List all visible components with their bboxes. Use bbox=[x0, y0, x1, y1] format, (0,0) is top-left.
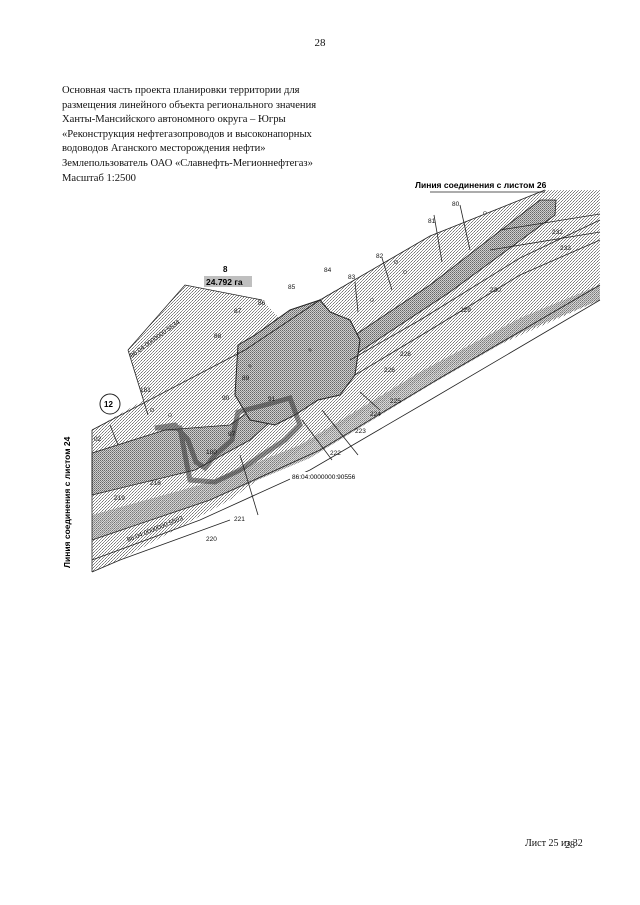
point-label: 97 bbox=[228, 431, 236, 438]
marker-circle bbox=[99, 393, 121, 415]
point-label: 84 bbox=[324, 267, 332, 274]
point-label: 229 bbox=[460, 307, 471, 314]
document-header: Основная часть проекта планировки террит… bbox=[62, 84, 362, 186]
overlap-number: 28 bbox=[565, 840, 575, 851]
point-label: 219 bbox=[114, 495, 125, 502]
point-label: 85 bbox=[288, 284, 296, 291]
point-label: 87 bbox=[234, 308, 242, 315]
header-line: «Реконструкция нефтегазопроводов и высок… bbox=[62, 128, 312, 140]
point-label: 228 bbox=[400, 351, 411, 358]
point-label: 180 bbox=[206, 449, 217, 456]
boundary-lines bbox=[91, 189, 601, 573]
header-line: размещения линейного объекта регионально… bbox=[62, 99, 317, 111]
sheet-number: Лист 25 из 32 28 bbox=[525, 838, 583, 851]
header-line: Землепользователь ОАО «Славнефть-Мегионн… bbox=[62, 157, 313, 169]
point-label: 224 bbox=[370, 411, 381, 418]
parcel-area-label: 24.792 га bbox=[206, 277, 243, 287]
survey-marks bbox=[150, 211, 487, 417]
marker-number: 12 bbox=[104, 400, 113, 409]
point-label: 181 bbox=[140, 387, 151, 394]
page-number: 28 bbox=[314, 37, 326, 49]
point-label: 80 bbox=[452, 201, 460, 208]
point-labels: 80 81 82 83 84 85 86 87 88 89 90 91 97 1… bbox=[94, 201, 571, 543]
point-label: 83 bbox=[348, 274, 356, 281]
header-line: Основная часть проекта планировки террит… bbox=[62, 85, 300, 96]
point-label: 223 bbox=[355, 428, 366, 435]
parcel-number: 8 bbox=[223, 265, 228, 274]
point-label: 230 bbox=[490, 287, 501, 294]
point-label: 90 bbox=[222, 395, 230, 402]
point-label: 81 bbox=[428, 218, 436, 225]
point-label: 220 bbox=[206, 536, 217, 543]
parcel-area bbox=[154, 299, 361, 485]
point-label: 91 bbox=[268, 396, 276, 403]
point-label: 218 bbox=[150, 480, 161, 487]
join-label-left: Линия соединения с листом 24 bbox=[62, 436, 72, 568]
sheet-label: Лист 25 из 32 bbox=[525, 838, 583, 849]
scale-line: Масштаб 1:2500 bbox=[62, 172, 136, 184]
point-label: 222 bbox=[330, 450, 341, 457]
point-label: 225 bbox=[390, 398, 401, 405]
point-label: 82 bbox=[376, 253, 384, 260]
cadastre-label-bg bbox=[290, 472, 372, 481]
point-label: 221 bbox=[234, 516, 245, 523]
point-label: 88 bbox=[214, 333, 222, 340]
cadastre-label: 86:04:0000000:90556 bbox=[292, 474, 356, 481]
point-label: 226 bbox=[384, 367, 395, 374]
point-label: 89 bbox=[242, 375, 250, 382]
join-label-top: Линия соединения с листом 26 bbox=[415, 180, 547, 190]
point-label: 86 bbox=[258, 300, 266, 307]
header-line: Ханты-Мансийского автономного округа – Ю… bbox=[62, 114, 286, 126]
point-label: 232 bbox=[552, 229, 563, 236]
point-label: 233 bbox=[560, 245, 571, 252]
point-label: 02 bbox=[94, 436, 102, 443]
header-line: водоводов Аганского месторождения нефти» bbox=[62, 143, 266, 155]
parcel-area-bg bbox=[204, 276, 252, 287]
